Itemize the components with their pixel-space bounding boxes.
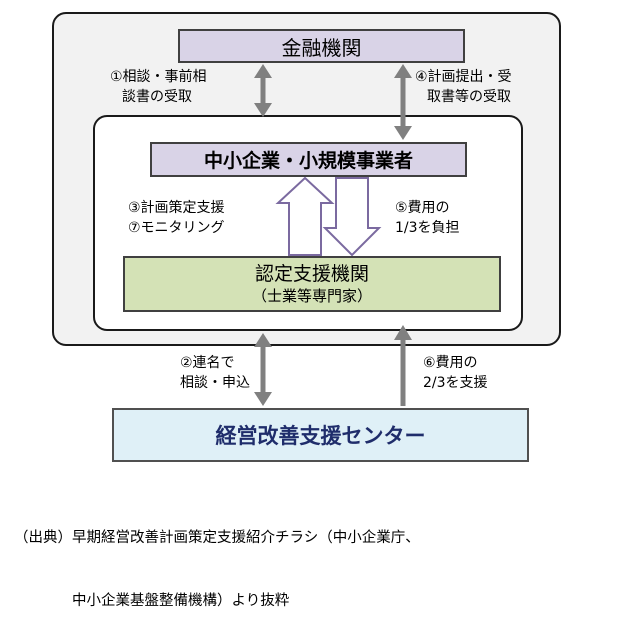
step1-line2: 談書の受取	[122, 89, 192, 105]
double-arrow-bank-sme-right	[394, 64, 412, 140]
hollow-arrow-down	[322, 177, 382, 257]
support-center-label: 経営改善支援センター	[215, 424, 426, 448]
step1-label: ①相談・事前相 談書の受取	[110, 67, 207, 107]
step6-label: ⑥費用の 2/3を支援	[423, 353, 488, 393]
support-agency-label: 認定支援機関	[254, 263, 369, 285]
step5-label: ⑤費用の 1/3を負担	[395, 198, 460, 238]
step6-line2: 2/3を支援	[423, 375, 488, 391]
step4-label: ④計画提出・受 取書等の受取	[415, 67, 512, 107]
step4-line1: ④計画提出・受	[415, 69, 512, 85]
financial-institution-box: 金融機関	[178, 29, 465, 63]
step6-line1: ⑥費用の	[423, 355, 478, 371]
step4-line2: 取書等の受取	[427, 89, 511, 105]
step7-line: ⑦モニタリング	[128, 220, 225, 236]
double-arrow-support-center-left	[254, 333, 272, 406]
hollow-arrow-up	[275, 176, 335, 256]
step2-label: ②連名で 相談・申込	[180, 353, 250, 393]
double-arrow-bank-sme-left	[254, 64, 272, 117]
support-center-box: 経営改善支援センター	[112, 408, 529, 462]
step2-line2: 相談・申込	[180, 375, 250, 391]
source-citation: （出典）早期経営改善計画策定支援紹介チラシ（中小企業庁、 中小企業基盤整備機構）…	[14, 486, 420, 633]
step2-line1: ②連名で	[180, 355, 235, 371]
step5-line1: ⑤費用の	[395, 200, 450, 216]
step3-step7-label: ③計画策定支援 ⑦モニタリング	[128, 198, 225, 238]
arrow-center-to-support-right	[394, 325, 412, 406]
source-line1: （出典）早期経営改善計画策定支援紹介チラシ（中小企業庁、	[14, 530, 420, 546]
support-agency-sublabel: （士業等専門家）	[251, 287, 372, 305]
financial-institution-label: 金融機関	[281, 35, 362, 60]
arrows-layer	[254, 64, 412, 406]
support-agency-box: 認定支援機関 （士業等専門家）	[123, 256, 501, 312]
step1-line1: ①相談・事前相	[110, 69, 207, 85]
sme-label: 中小企業・小規模事業者	[203, 150, 413, 172]
sme-box: 中小企業・小規模事業者	[150, 142, 467, 177]
source-line2: 中小企業基盤整備機構）より抜粋	[14, 593, 290, 609]
step3-line: ③計画策定支援	[128, 200, 225, 216]
step5-line2: 1/3を負担	[395, 220, 460, 236]
